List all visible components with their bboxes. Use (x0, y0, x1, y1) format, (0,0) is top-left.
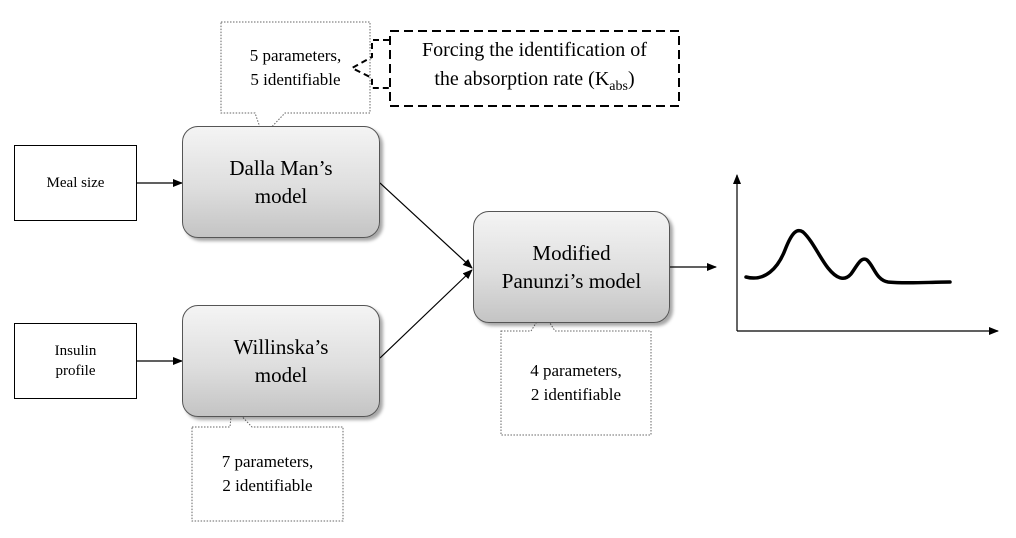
arrow-willinska-to-panunzi (379, 269, 473, 359)
forcing-line2-prefix: the absorption rate (K (434, 68, 610, 90)
insulin-profile-label-line2: profile (55, 363, 96, 379)
willinska-callout-line1: 7 parameters, (221, 452, 314, 471)
panunzi-callout-line1: 4 parameters, (530, 361, 622, 380)
dalla-man-model-box: Dalla Man’s model (182, 126, 380, 238)
panunzi-label-line1: Modified (532, 241, 611, 265)
callout-willinska-shape (191, 404, 344, 522)
panunzi-callout-line2: 2 identifiable (530, 385, 622, 404)
meal-size-label: Meal size (46, 175, 105, 191)
dalla-man-callout: 5 parameters, 5 identifiable (221, 22, 370, 113)
arrow-dalla-to-panunzi (379, 182, 473, 269)
panunzi-callout: 4 parameters, 2 identifiable (501, 331, 651, 435)
dalla-callout-line1: 5 parameters, (249, 45, 342, 65)
callout-dalla-shape (220, 21, 371, 137)
forcing-line1: Forcing the identification of (422, 39, 647, 61)
willinska-callout-line2: 2 identifiable (222, 476, 313, 495)
dalla-callout-line2: 5 identifiable (250, 69, 341, 89)
forcing-kabs-subscript: abs (609, 79, 628, 94)
willinska-model-box: Willinska’s model (182, 305, 380, 417)
dalla-man-label-line1: Dalla Man’s (229, 156, 333, 180)
dalla-man-label-line2: model (254, 184, 308, 208)
forcing-line2: the absorption rate (Kabs) (434, 65, 634, 101)
willinska-label-line1: Willinska’s (233, 335, 329, 359)
forcing-note: Forcing the identification of the absorp… (390, 31, 679, 106)
panunzi-label-line2: Panunzi’s model (501, 269, 642, 293)
insulin-profile-label-line1: Insulin (54, 343, 97, 359)
insulin-profile-box: Insulin profile (14, 323, 137, 399)
panunzi-model-box: Modified Panunzi’s model (473, 211, 670, 323)
output-curve (744, 228, 952, 285)
forcing-line2-suffix: ) (627, 68, 635, 90)
willinska-label-line2: model (254, 363, 308, 387)
willinska-callout: 7 parameters, 2 identifiable (192, 427, 343, 521)
callout-panunzi-shape (500, 311, 652, 436)
meal-size-box: Meal size (14, 145, 137, 221)
forcing-box-border (389, 30, 680, 107)
